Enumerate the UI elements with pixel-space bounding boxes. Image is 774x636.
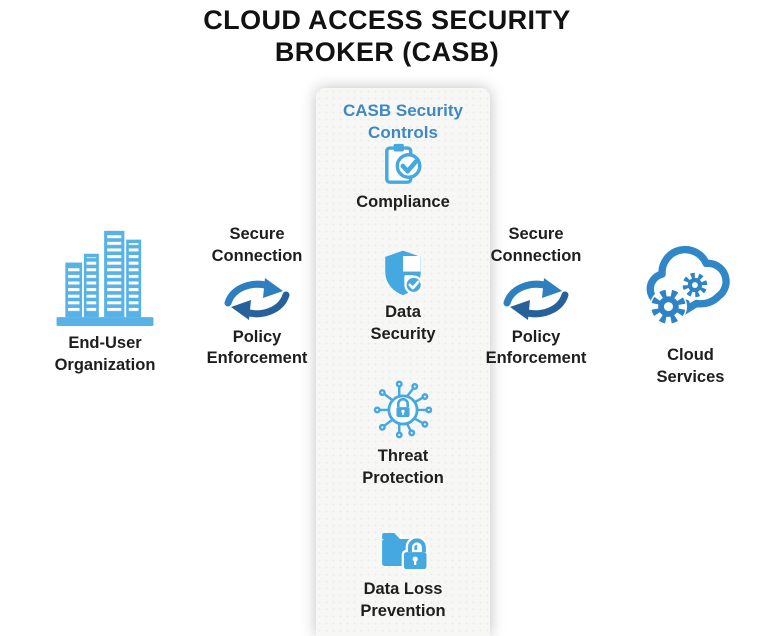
cloud-gears-icon <box>646 245 730 326</box>
page-title-line2: BROKER (CASB) <box>274 36 500 67</box>
end-user-organization-label: End-User Organization <box>55 333 156 377</box>
policy-enforcement-label-left: Policy Enforcement <box>206 327 308 368</box>
page-title-line1: CLOUD ACCESS SECURITY <box>203 5 571 35</box>
clipboard-check-icon <box>385 143 422 184</box>
end-user-organization: End-User Organization <box>24 222 186 377</box>
feature-data-security-label: Data Security <box>370 303 436 343</box>
policy-enforcement-label-right: Policy Enforcement <box>485 327 587 368</box>
folder-lock-icon <box>382 532 429 572</box>
connection-right: Secure Connection Policy Enforcement <box>466 224 606 370</box>
panel-heading: CASB Security Controls <box>316 100 490 144</box>
sync-arrows-icon <box>503 277 569 320</box>
feature-data-loss-prevention-label: Data Loss Prevention <box>360 580 446 620</box>
secure-connection-label-left: Secure Connection <box>211 225 303 265</box>
cloud-label-line1: Cloud <box>667 346 714 364</box>
casb-security-controls-panel: CASB Security Controls Compliance <box>316 88 490 636</box>
feature-threat-protection: Threat Protection <box>316 378 490 490</box>
circuit-lock-icon <box>373 380 433 439</box>
shield-check-icon <box>385 250 423 296</box>
office-buildings-icon <box>56 230 154 326</box>
cloud-services: Cloud Services <box>618 236 763 389</box>
feature-threat-protection-label: Threat Protection <box>362 447 444 487</box>
panel-heading-line2: Controls <box>368 123 438 143</box>
secure-connection-label-right: Secure Connection <box>490 225 582 265</box>
page-title: CLOUD ACCESS SECURITY BROKER (CASB) <box>0 5 774 69</box>
panel-heading-line1: CASB Security <box>343 101 463 120</box>
cloud-services-label: Cloud Services <box>657 345 725 389</box>
feature-compliance-label: Compliance <box>356 193 450 211</box>
feature-compliance: Compliance <box>316 140 490 214</box>
connection-left: Secure Connection Policy Enforcement <box>187 224 327 370</box>
end-user-label-line2: Organization <box>54 355 156 374</box>
feature-data-loss-prevention: Data Loss Prevention <box>316 526 490 623</box>
end-user-label-line1: End-User <box>68 334 142 352</box>
cloud-label-line2: Services <box>656 367 725 386</box>
feature-data-security: Data Security <box>316 248 490 346</box>
sync-arrows-icon <box>224 277 290 320</box>
